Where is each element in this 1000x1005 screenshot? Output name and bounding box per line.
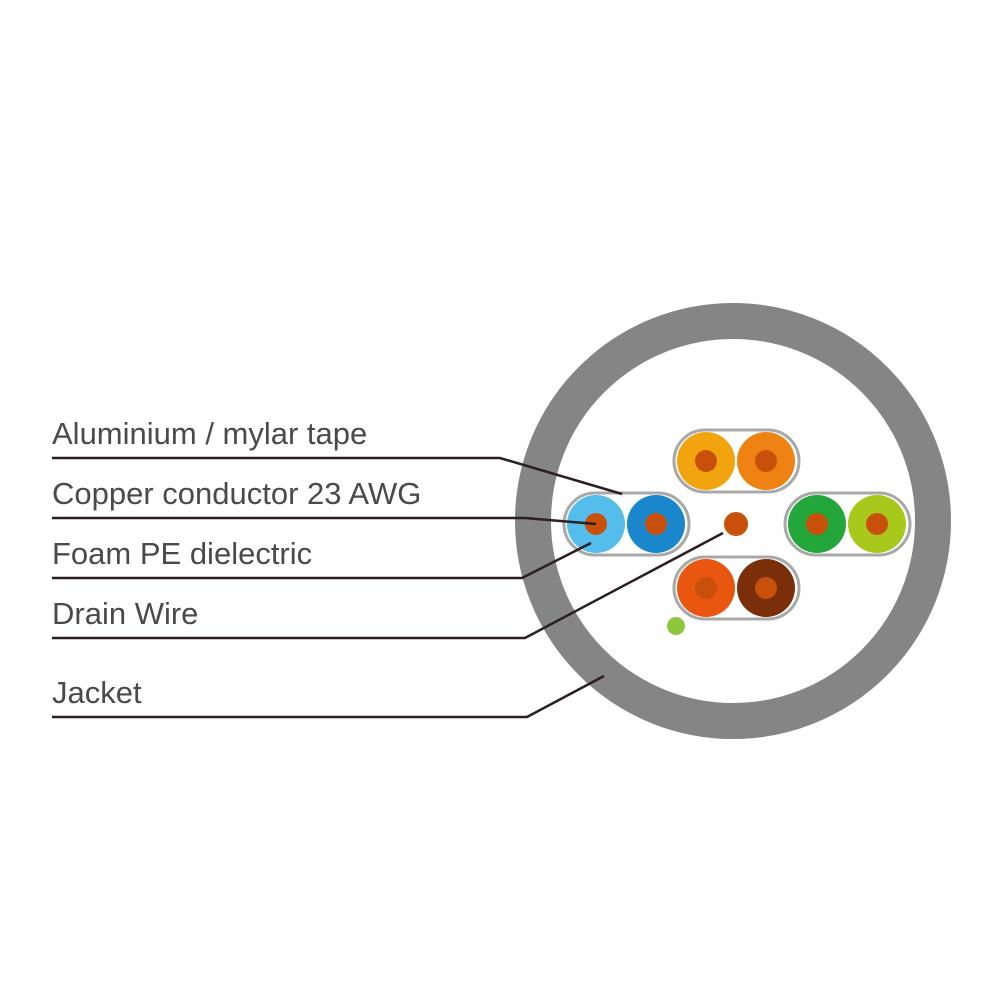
label-dielectric: Foam PE dielectric [52, 536, 313, 571]
pair-green-conductor-2 [866, 513, 888, 535]
jacket-ring [515, 303, 951, 739]
label-conductor: Copper conductor 23 AWG [52, 476, 422, 511]
label-jacket: Jacket [52, 675, 142, 710]
pair-orange-conductor-2 [755, 450, 777, 472]
pair-orange-conductor-1 [695, 450, 717, 472]
drain-wire [724, 512, 748, 536]
leader-line-drain [52, 531, 724, 640]
leader-line-conductor [52, 516, 597, 526]
pair-blue-conductor-2 [645, 513, 667, 535]
label-drain: Drain Wire [52, 596, 199, 631]
pair-brown-conductor-1 [695, 577, 717, 599]
pair-brown-conductor-2 [755, 577, 777, 599]
leader-line-jacket [52, 674, 605, 719]
pair-green-conductor-1 [806, 513, 828, 535]
pair-green [783, 491, 912, 557]
pair-brown [672, 555, 801, 621]
small-green-wire [667, 617, 685, 635]
label-tape: Aluminium / mylar tape [52, 416, 368, 451]
leader-line-tape [52, 456, 623, 496]
pair-orange [672, 428, 801, 494]
leader-line-dielectric [52, 541, 592, 580]
